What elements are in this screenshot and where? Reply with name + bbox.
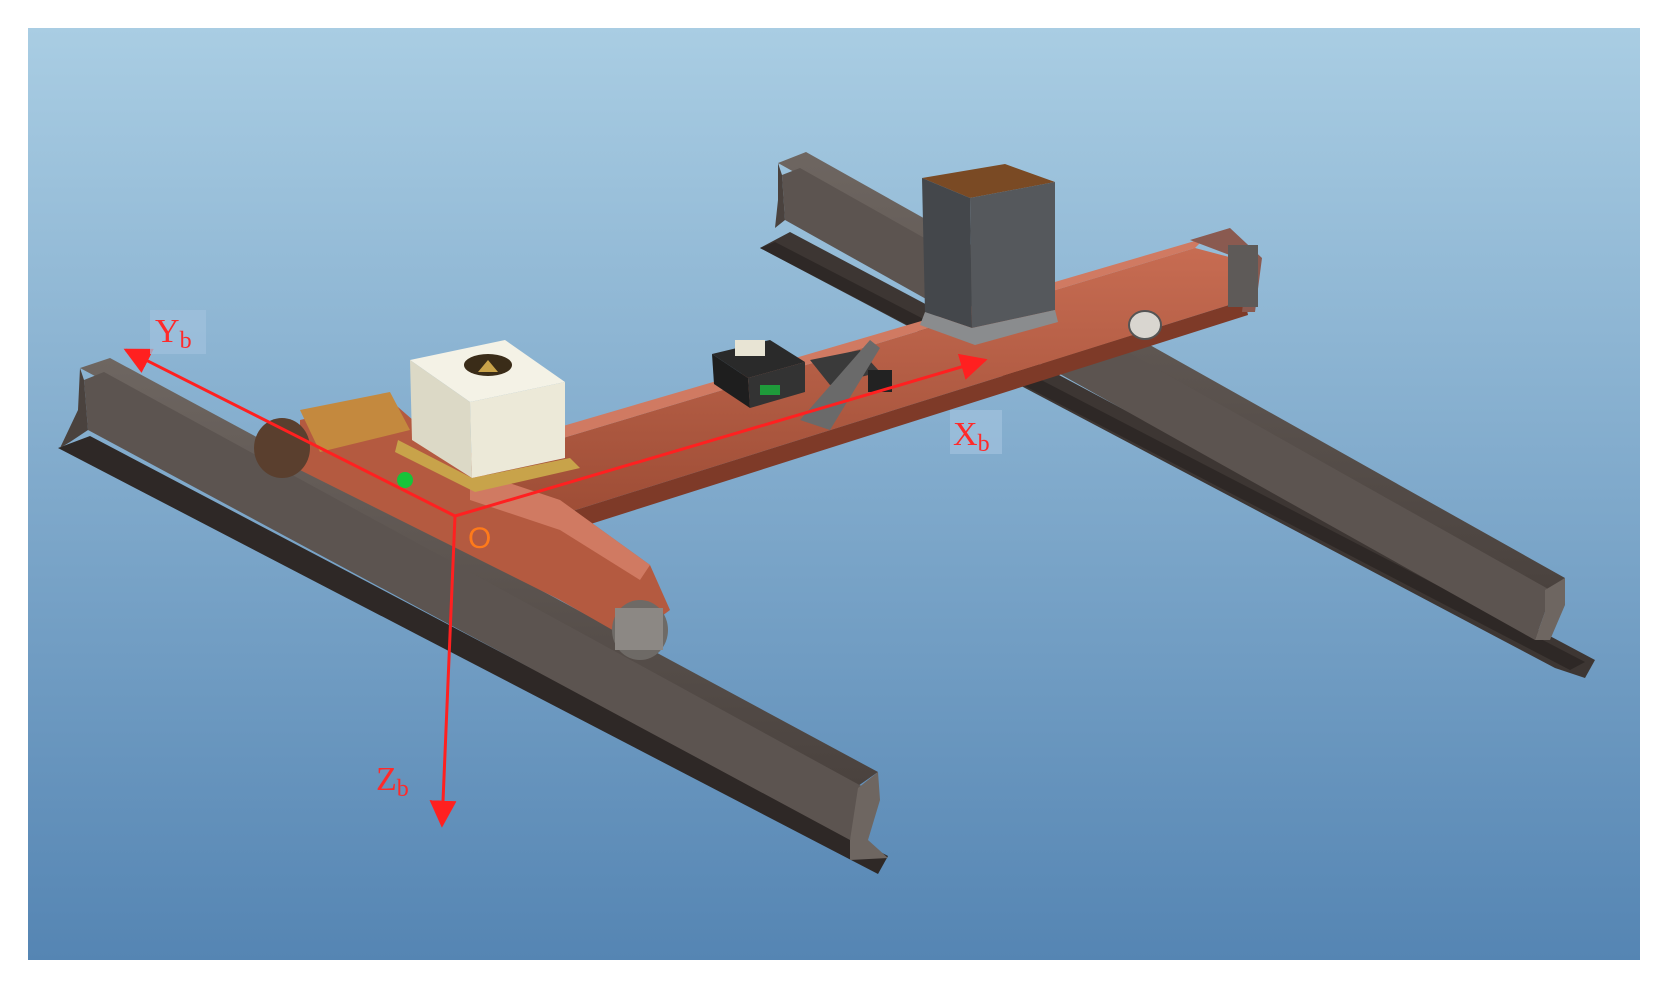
white-box: [395, 340, 580, 492]
y-axis-label: Yb: [155, 313, 192, 354]
z-axis-label: Zb: [376, 761, 409, 802]
z-axis-arrow: [429, 515, 457, 828]
y-axis-arrow: [123, 348, 456, 518]
x-axis-label: Xb: [953, 416, 990, 457]
gray-box: [920, 164, 1058, 345]
coordinate-axes: [123, 348, 988, 828]
gauge: [1128, 310, 1162, 340]
front-rail: [58, 358, 888, 874]
front-wheel: [254, 418, 310, 478]
x-axis-arrow: [454, 353, 988, 518]
sensor-box: [712, 340, 805, 408]
origin-label: O: [468, 522, 491, 555]
end-bracket: [1228, 245, 1258, 307]
